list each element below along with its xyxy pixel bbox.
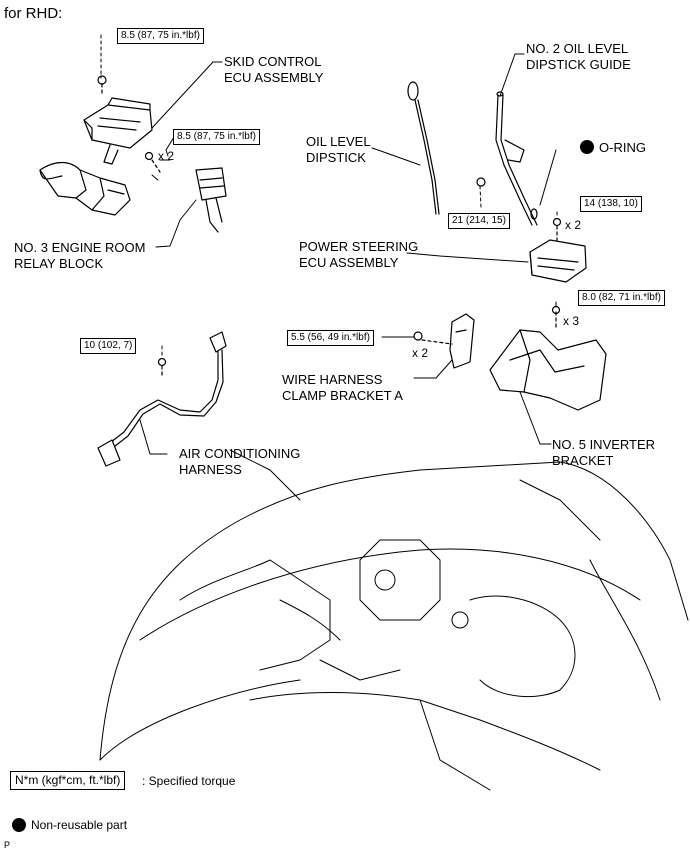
ac-harness-drawing: [97, 331, 227, 467]
skid-control-ecu-drawing: [83, 75, 153, 165]
label-ac-harness: AIR CONDITIONING HARNESS: [179, 446, 301, 477]
label-no5-inverter-bracket: NO. 5 INVERTER BRACKET: [552, 437, 656, 468]
power-steering-ecu-drawing: [529, 217, 587, 283]
o-ring-drawing: [530, 208, 538, 220]
label-power-steering-ecu: POWER STEERING ECU ASSEMBLY: [299, 239, 419, 270]
label-no3-relay-block: NO. 3 ENGINE ROOM RELAY BLOCK: [14, 240, 146, 271]
legend-torque-desc: : Specified torque: [142, 774, 236, 788]
multiplier-skid-side: x 2: [158, 149, 175, 163]
engine-compartment-drawing: [99, 449, 689, 791]
legend-torque-box: N*m (kgf*cm, ft.*lbf): [10, 771, 126, 790]
nonreusable-marker-oring: [580, 140, 594, 154]
torque-skid-top: 8.5 (87, 75 in.*lbf): [117, 28, 204, 44]
relay-block-drawing: [39, 161, 131, 216]
multiplier-inverter-bracket: x 3: [563, 314, 580, 328]
label-oil-level-dipstick: OIL LEVEL DIPSTICK: [306, 134, 371, 165]
multiplier-wire-bracket: x 2: [412, 346, 429, 360]
leader-lines: [100, 34, 558, 455]
legend-nonreusable-marker: [12, 818, 26, 832]
inverter-bracket-drawing: [489, 305, 607, 411]
relay-connector-drawing: [195, 167, 227, 233]
label-o-ring: O-RING: [599, 140, 646, 155]
torque-inverter-bracket: 8.0 (82, 71 in.*lbf): [578, 290, 665, 306]
label-wire-harness-bracket: WIRE HARNESS CLAMP BRACKET A: [282, 372, 403, 403]
wire-harness-bracket-drawing: [413, 313, 475, 369]
dipstick-guide-drawing: [476, 91, 538, 226]
torque-wire-bracket: 5.5 (56, 49 in.*lbf): [287, 330, 374, 346]
page-title: for RHD:: [4, 5, 63, 22]
label-skid-control-ecu: SKID CONTROL ECU ASSEMBLY: [224, 54, 324, 85]
label-no2-dipstick-guide: NO. 2 OIL LEVEL DIPSTICK GUIDE: [526, 41, 631, 72]
multiplier-power-steering: x 2: [565, 218, 582, 232]
oil-level-dipstick-drawing: [407, 81, 440, 215]
skid-side-bolt-drawing: [144, 151, 161, 173]
torque-power-steering: 14 (138, 10): [580, 196, 642, 212]
footer-code: P: [4, 840, 11, 850]
torque-ac-harness: 10 (102, 7): [80, 338, 137, 354]
legend-nonreusable-desc: Non-reusable part: [31, 818, 128, 832]
torque-skid-side: 8.5 (87, 75 in.*lbf): [173, 129, 260, 145]
torque-dipstick-guide: 21 (214, 15): [448, 213, 510, 229]
